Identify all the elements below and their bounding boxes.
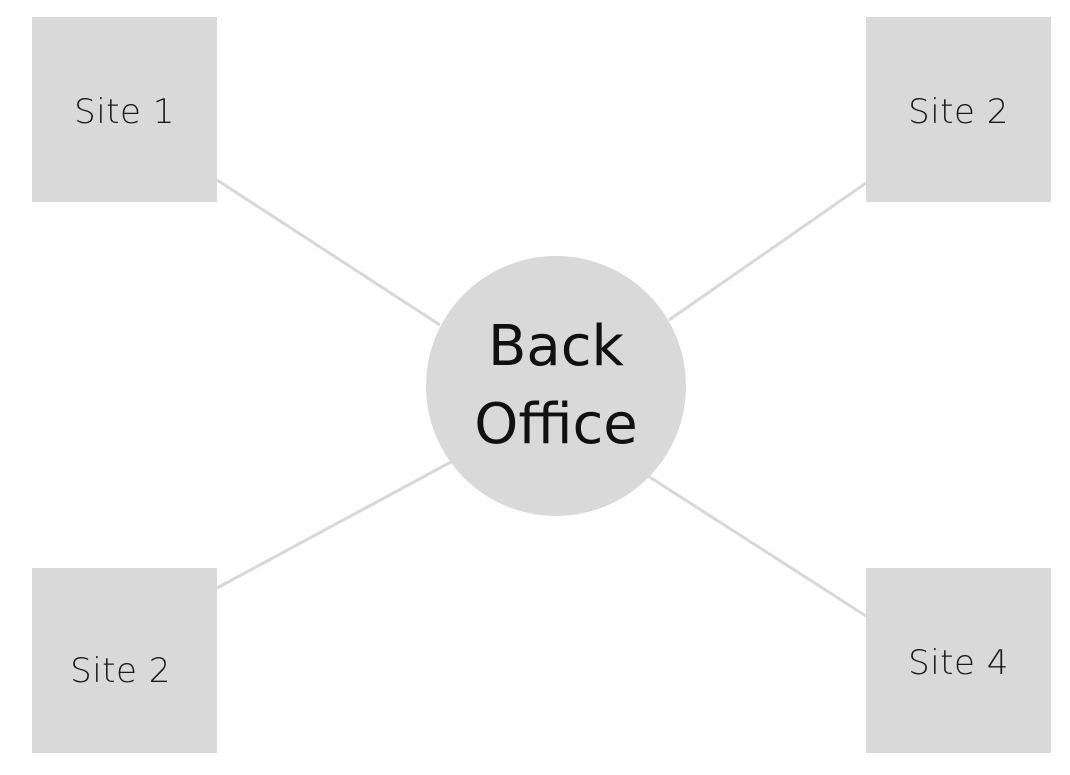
connector-hub-site-2-top <box>668 181 867 322</box>
site-4-label: Site 4 <box>908 642 1009 683</box>
back-office-hub: Back Office <box>426 256 686 516</box>
back-office-label: Back Office <box>474 314 638 457</box>
connector-hub-site-2-bottom <box>216 460 452 590</box>
connector-hub-site-4 <box>647 474 867 618</box>
site-1-label: Site 1 <box>74 91 175 132</box>
connector-hub-site-1 <box>216 178 441 327</box>
site-1-box: Site 1 <box>32 17 217 202</box>
site-4-box: Site 4 <box>866 568 1051 753</box>
site-2-bottom-box: Site 2 <box>32 568 217 753</box>
site-2-bottom-label: Site 2 <box>70 650 171 691</box>
site-2-top-box: Site 2 <box>866 17 1051 202</box>
site-2-top-label: Site 2 <box>908 91 1009 132</box>
